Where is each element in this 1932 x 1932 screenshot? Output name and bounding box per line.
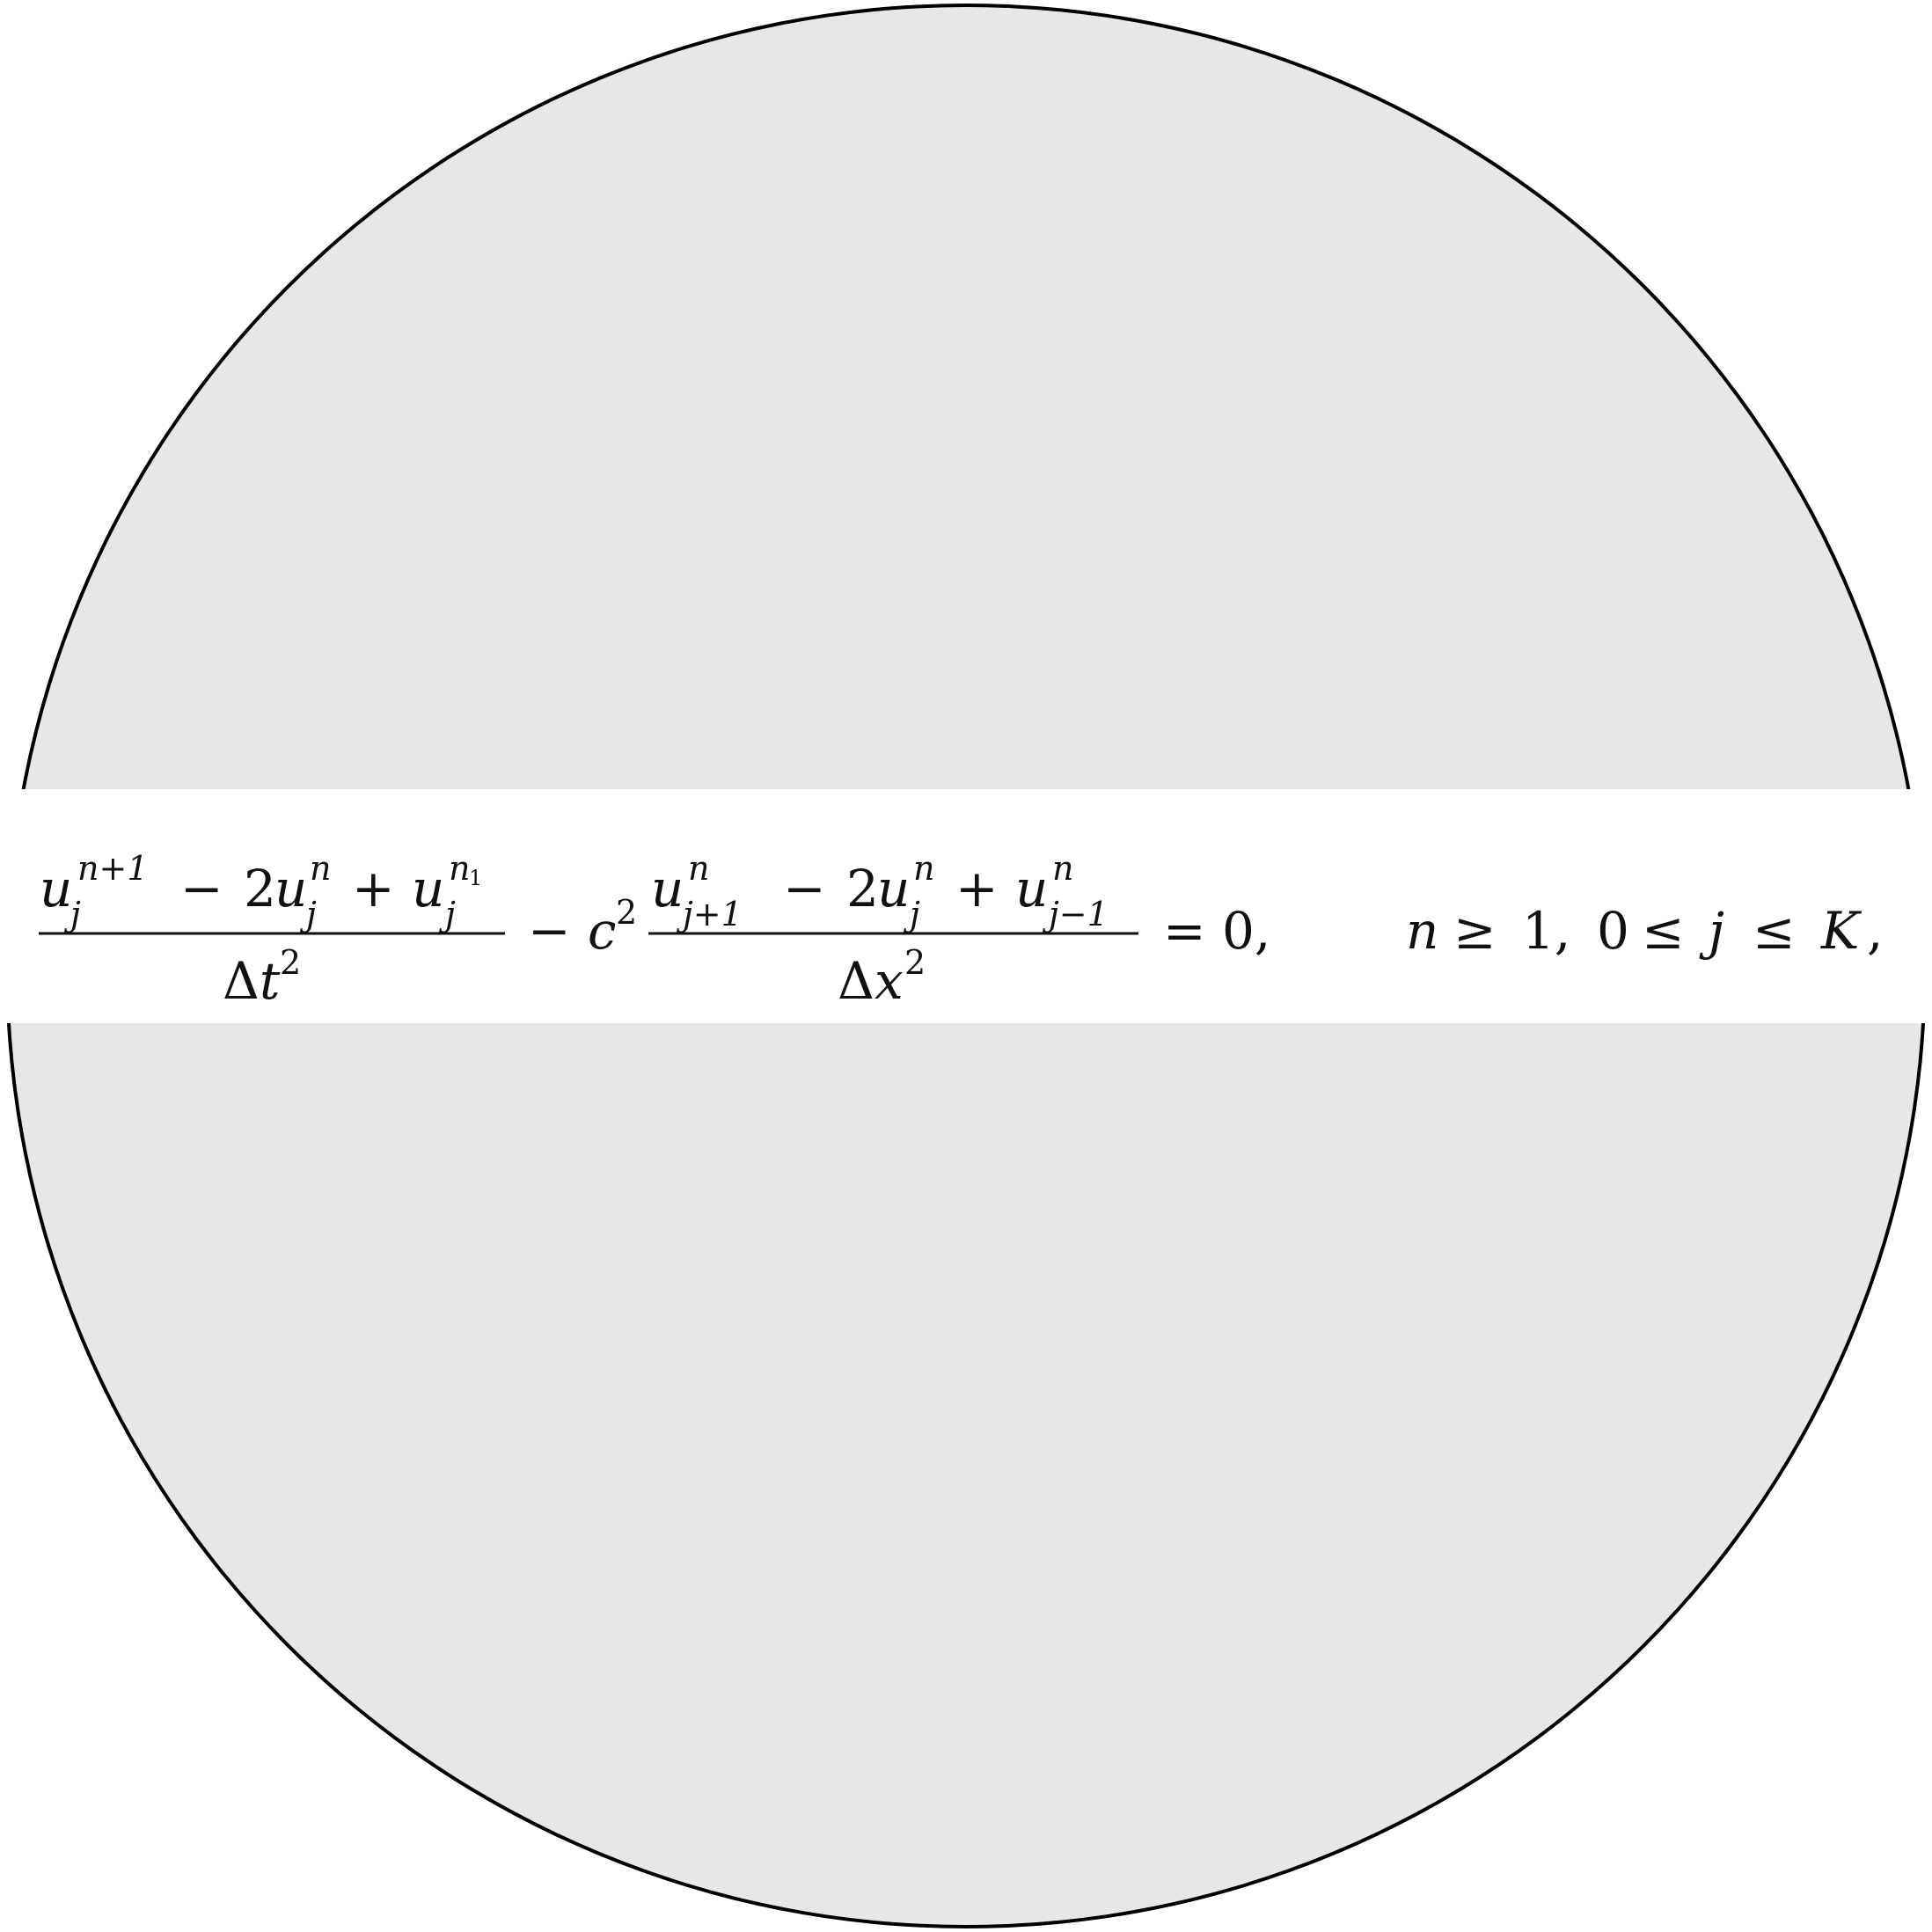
u-symbol: u <box>40 859 72 918</box>
superscript: n+1 <box>77 849 149 888</box>
exponent: 2 <box>616 893 637 932</box>
one-value: 1, <box>1522 901 1570 961</box>
superscript-subscript: 1 <box>469 866 482 890</box>
K-variable: K <box>1820 901 1862 961</box>
le-symbol: ≤ <box>1753 901 1796 961</box>
le-symbol: ≤ <box>1642 901 1685 961</box>
c-variable: c <box>588 901 616 961</box>
t-variable: t <box>260 951 281 1011</box>
wave-speed-term: − c 2 <box>528 893 637 961</box>
superscript: n <box>688 849 709 888</box>
plus-operator: + <box>955 859 999 918</box>
ge-symbol: ≥ <box>1453 901 1497 961</box>
zero-value: 0 <box>1597 901 1629 961</box>
j-variable: j <box>1699 901 1724 961</box>
equation-strip <box>0 789 1932 1023</box>
coefficient: 2 <box>846 859 879 918</box>
u-symbol: u <box>274 859 307 918</box>
u-symbol: u <box>1015 859 1048 918</box>
equals-zero: = 0, <box>1163 901 1270 961</box>
plus-operator: + <box>352 859 395 918</box>
u-symbol: u <box>412 859 444 918</box>
superscript: n <box>1052 849 1073 888</box>
superscript: n <box>913 849 934 888</box>
trailing-comma: , <box>1867 901 1883 961</box>
delta-symbol: Δ <box>223 951 260 1011</box>
index-condition: n ≥ 1, 0 ≤ j ≤ K , <box>1406 901 1883 961</box>
first-fraction: u n+1 j − 2 u n j + u n 1 j Δ t 2 <box>39 849 505 1011</box>
minus-operator: − <box>180 859 223 918</box>
x-variable: x <box>875 951 904 1011</box>
minus-operator: − <box>783 859 826 918</box>
u-symbol: u <box>651 859 684 918</box>
exponent: 2 <box>280 943 301 982</box>
minus-operator: − <box>528 901 571 961</box>
subscript: j−1 <box>1043 895 1109 933</box>
n-variable: n <box>1406 901 1438 961</box>
subscript: j+1 <box>677 895 743 933</box>
superscript: n <box>310 849 331 888</box>
coefficient: 2 <box>244 859 276 918</box>
delta-symbol: Δ <box>838 951 875 1011</box>
second-fraction: u n j+1 − 2 u n j + u n j−1 Δ x 2 <box>648 849 1138 1011</box>
u-symbol: u <box>877 859 910 918</box>
exponent: 2 <box>904 943 926 982</box>
superscript: n <box>449 849 470 888</box>
